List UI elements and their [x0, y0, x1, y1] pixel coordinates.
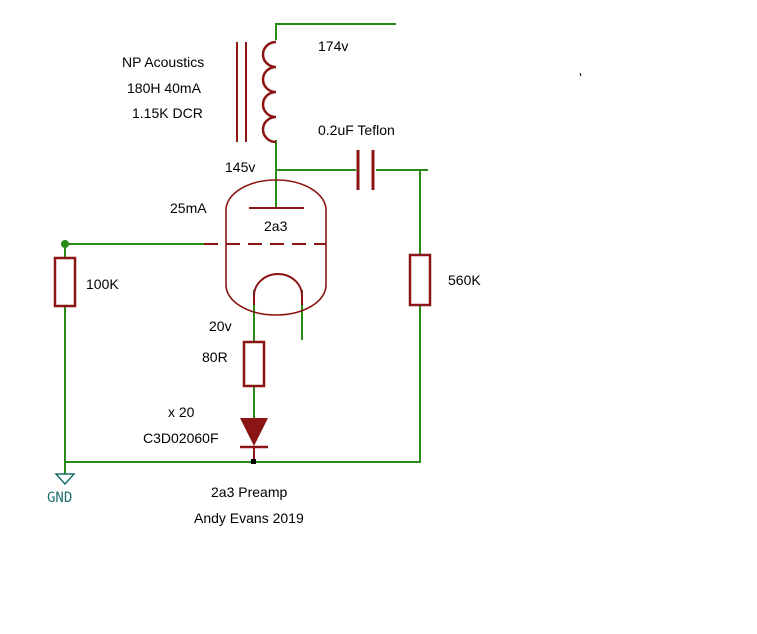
diode-count-label: x 20 [168, 404, 195, 420]
transformer-dcr-label: 1.15K DCR [132, 105, 203, 121]
stray-mark [579, 72, 582, 77]
cathode-junction-dot [251, 459, 256, 464]
plate-voltage-label: 145v [225, 159, 255, 175]
cathode-voltage-label: 20v [209, 318, 232, 334]
title-label: 2a3 Preamp [211, 484, 287, 500]
resistor-symbol-80r [242, 340, 266, 388]
diode-symbol [240, 418, 268, 462]
ground-label: GND [47, 490, 72, 506]
560k-to-ground-wire [254, 305, 421, 463]
cathode-resistor-label: 80R [202, 349, 228, 365]
capacitor-label: 0.2uF Teflon [318, 122, 395, 138]
author-label: Andy Evans 2019 [194, 510, 304, 526]
resistor-symbol-100k [53, 256, 77, 308]
plate-current-label: 25mA [170, 200, 207, 216]
transformer-maker-label: NP Acoustics [122, 54, 204, 70]
triode-tube-symbol [204, 179, 327, 316]
diode-part-label: C3D02060F [143, 430, 219, 446]
capacitor-symbol [356, 150, 375, 190]
grid-junction-dot [61, 240, 69, 248]
transformer-spec-label: 180H 40mA [127, 80, 202, 96]
supply-wire [275, 23, 396, 40]
output-resistor-label: 560K [448, 272, 481, 288]
inductor-symbol [236, 40, 277, 144]
supply-voltage-label: 174v [318, 38, 348, 54]
resistor-symbol-560k [408, 253, 432, 307]
tube-label: 2a3 [264, 218, 288, 234]
ground-symbol [54, 473, 76, 486]
grid-resistor-label: 100K [86, 276, 119, 292]
